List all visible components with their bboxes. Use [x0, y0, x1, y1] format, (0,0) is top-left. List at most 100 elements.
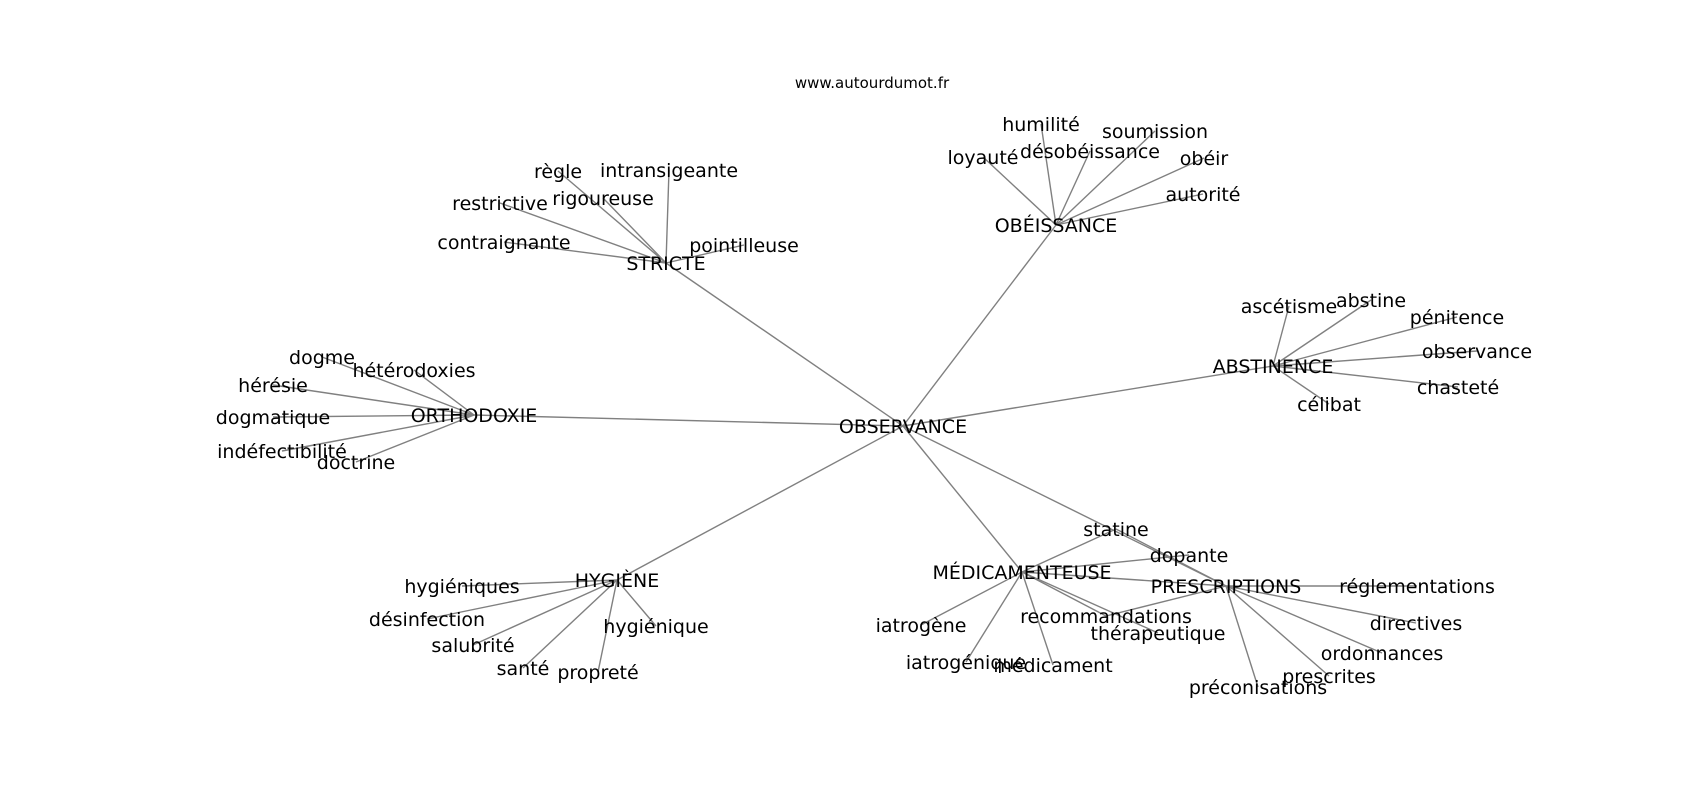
node-salubrite[interactable]: salubrité: [431, 635, 514, 657]
edge-hygiene-hygienique: [616, 579, 657, 627]
node-ordonnances[interactable]: ordonnances: [1321, 643, 1444, 665]
edge-obeissance-loyaute: [982, 156, 1057, 226]
node-heterodoxies[interactable]: hétérodoxies: [352, 360, 475, 382]
edge-hygiene-salubrite: [472, 579, 618, 646]
node-stricte[interactable]: STRICTE: [626, 253, 705, 275]
edge-prescriptions-directives: [1225, 585, 1417, 624]
node-hygieniques[interactable]: hygiéniques: [404, 576, 519, 598]
node-restrictive[interactable]: restrictive: [452, 193, 548, 215]
edge-medicamenteuse-iatrogenique: [965, 571, 1023, 663]
edge-abstinence-abstine: [1272, 299, 1372, 367]
node-medicament[interactable]: médicament: [993, 655, 1112, 677]
edge-obeissance-observance: [902, 224, 1057, 427]
node-obeissance[interactable]: OBÉISSANCE: [995, 214, 1118, 237]
edge-medicamenteuse-recommandations: [1021, 571, 1107, 617]
edge-obeissance-soumission: [1055, 130, 1156, 226]
edge-hygiene-sante: [522, 579, 618, 669]
node-abstine[interactable]: abstine: [1336, 290, 1406, 312]
edge-stricte-regle: [557, 170, 667, 264]
node-ascetisme[interactable]: ascétisme: [1241, 296, 1338, 318]
edge-recommandations-prescriptions: [1105, 585, 1227, 617]
node-sante[interactable]: santé: [497, 658, 550, 680]
edge-obeissance-desobeissance: [1055, 150, 1091, 226]
edge-obeissance-autorite: [1055, 193, 1204, 226]
edge-medicamenteuse-dopante: [1021, 554, 1190, 573]
node-preconisations[interactable]: préconisations: [1189, 677, 1327, 699]
edge-abstinence-observance: [902, 365, 1274, 427]
edge-medicamenteuse-therapeutique: [1021, 571, 1159, 634]
edge-obeissance-humilite: [1040, 123, 1057, 226]
edge-stricte-restrictive: [499, 202, 667, 264]
edge-prescriptions-observance: [902, 425, 1227, 587]
edge-hygiene-hygieniques: [461, 579, 618, 587]
node-indefectibilite[interactable]: indéfectibilité: [217, 441, 347, 463]
edge-stricte-contraignante: [503, 241, 667, 264]
edge-obeissance-obeir: [1055, 157, 1205, 226]
edge-abstinence-chastete: [1272, 365, 1459, 388]
edge-hygiene-proprete: [597, 579, 618, 673]
node-pointilleuse[interactable]: pointilleuse: [689, 235, 799, 257]
node-medicamenteuse[interactable]: MÉDICAMENTEUSE: [932, 561, 1111, 584]
edge-medicamenteuse-observance: [902, 425, 1023, 573]
node-dogme[interactable]: dogme: [289, 347, 355, 369]
edge-abstinence-observance: [1272, 350, 1478, 367]
node-obeir[interactable]: obéir: [1180, 148, 1229, 170]
edge-orthodoxie-doctrine: [355, 414, 475, 463]
edge-abstinence-celibat: [1272, 365, 1330, 405]
node-soumission[interactable]: soumission: [1102, 121, 1208, 143]
node-proprete[interactable]: propreté: [557, 662, 638, 684]
node-iatrogene[interactable]: iatrogène: [876, 615, 967, 637]
edge-stricte-intransigeante: [665, 169, 670, 264]
edge-medicamenteuse-prescriptions: [1021, 571, 1227, 587]
edge-prescriptions-prescrites: [1225, 585, 1330, 677]
edge-medicamenteuse-medicament: [1021, 571, 1054, 666]
edge-prescriptions-ordonnances: [1225, 585, 1383, 654]
node-celibat[interactable]: célibat: [1297, 394, 1361, 416]
node-therapeutique[interactable]: thérapeutique: [1091, 623, 1226, 645]
node-directives[interactable]: directives: [1370, 613, 1462, 635]
edge-orthodoxie-heterodoxies: [413, 369, 475, 416]
node-humilite[interactable]: humilité: [1002, 114, 1080, 136]
node-contraignante[interactable]: contraignante: [437, 232, 570, 254]
node-doctrine[interactable]: doctrine: [317, 452, 395, 474]
node-orthodoxie[interactable]: ORTHODOXIE: [411, 405, 538, 427]
node-hygienique[interactable]: hygiénique: [603, 616, 708, 638]
node-dopante[interactable]: dopante: [1150, 545, 1229, 567]
node-rigoureuse[interactable]: rigoureuse: [552, 188, 654, 210]
node-loyaute[interactable]: loyauté: [948, 147, 1019, 169]
edge-orthodoxie-indefectibilite: [281, 414, 475, 452]
node-chastete[interactable]: chasteté: [1417, 377, 1499, 399]
node-abstinence[interactable]: ABSTINENCE: [1213, 356, 1334, 378]
edge-orthodoxie-dogme: [321, 356, 475, 416]
site-label: www.autourdumot.fr: [795, 74, 950, 92]
edge-prescriptions-preconisations: [1225, 585, 1259, 688]
edge-orthodoxie-dogmatique: [272, 414, 475, 418]
edge-hygiene-desinfection: [426, 579, 618, 620]
edge-stricte-observance: [665, 262, 904, 427]
node-penitence[interactable]: pénitence: [1410, 307, 1504, 329]
node-observance[interactable]: OBSERVANCE: [839, 416, 967, 438]
edge-stricte-rigoureuse: [602, 197, 667, 264]
edge-statine-prescriptions: [1115, 528, 1227, 587]
node-desinfection[interactable]: désinfection: [369, 609, 485, 631]
node-intransigeante[interactable]: intransigeante: [600, 160, 738, 182]
node-dogmatique[interactable]: dogmatique: [216, 407, 330, 429]
node-reglementations[interactable]: réglementations: [1339, 576, 1495, 598]
edge-stricte-pointilleuse: [665, 244, 745, 264]
node-statine[interactable]: statine: [1083, 519, 1148, 541]
node-observance[interactable]: observance: [1422, 341, 1532, 363]
edge-medicamenteuse-statine: [1021, 528, 1117, 573]
node-regle[interactable]: règle: [534, 161, 582, 183]
node-desobeissance[interactable]: désobéissance: [1020, 141, 1160, 163]
node-recommandations[interactable]: recommandations: [1020, 606, 1192, 628]
graph-labels: OBSERVANCE STRICTE règle intransigeante rigo…: [216, 114, 1532, 699]
node-hygiene[interactable]: HYGIÈNE: [575, 569, 659, 592]
node-prescrites[interactable]: prescrites: [1282, 666, 1376, 688]
node-heresie[interactable]: hérésie: [238, 375, 308, 397]
node-iatrogenique[interactable]: iatrogénique: [906, 652, 1026, 674]
node-prescriptions[interactable]: PRESCRIPTIONS: [1151, 576, 1302, 598]
edge-orthodoxie-heresie: [272, 384, 475, 416]
node-autorite[interactable]: autorité: [1166, 184, 1241, 206]
edge-hygiene-observance: [616, 425, 904, 581]
